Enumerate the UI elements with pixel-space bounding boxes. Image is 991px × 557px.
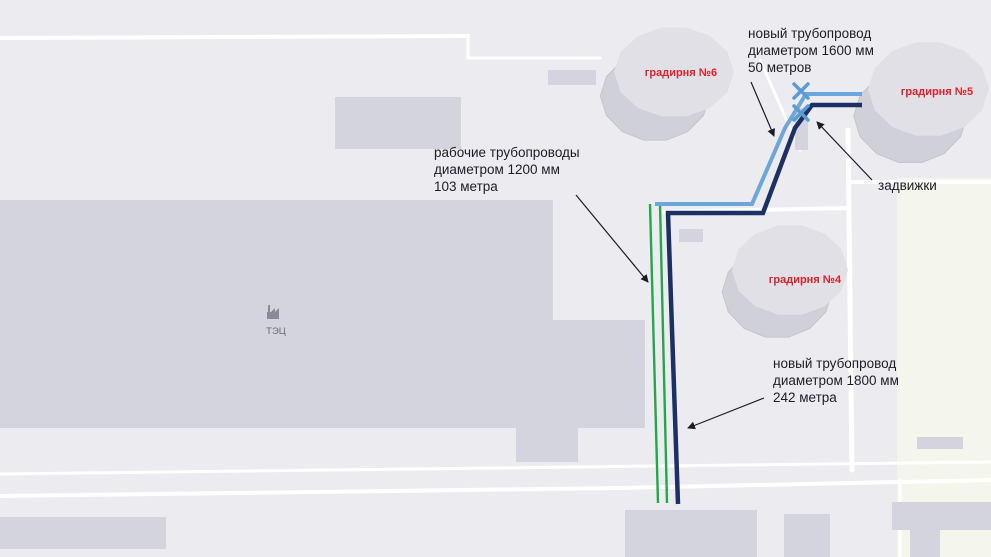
tower-top [732,225,848,315]
green-area [897,178,991,557]
pipe-new-1800 [665,102,862,505]
poi-tec[interactable]: ТЭЦ [266,305,286,337]
tower-top [614,27,734,117]
annotation-line: диаметром 1200 мм [434,162,560,177]
cooling-tower-5[interactable] [853,42,989,163]
building [0,517,166,549]
tower-label-6: градирня №6 [645,67,717,79]
arrow-1600 [750,81,775,137]
cooling-tower-4[interactable] [721,225,848,338]
building [548,70,596,85]
building [917,437,963,449]
road-top-right [466,34,602,60]
building [784,514,830,557]
valve-icon[interactable] [792,82,810,100]
pipe-existing-2 [658,203,669,504]
building-main-tec [0,200,645,462]
cooling-tower-6[interactable] [599,27,734,141]
pipe-existing-1 [648,203,660,504]
tower-top [868,42,989,136]
building [335,97,461,149]
building [892,502,991,557]
annotation-new-pipe-1600: новый трубопровод диаметром 1600 мм 50 м… [748,26,874,75]
annotation-valves: задвижки [878,178,937,193]
annotation-arrows [575,81,873,430]
road-vertical-right [845,127,855,473]
arrow-1800 [687,397,765,430]
road-lower [0,460,991,476]
buildings [0,70,991,557]
arrow-1200 [575,194,649,283]
annotation-line: диаметром 1800 мм [773,373,899,388]
pipelines [648,92,862,505]
factory-icon [267,305,279,319]
roads [0,34,991,557]
annotation-line: рабочие трубопроводы [434,145,580,160]
annotation-working-pipes: рабочие трубопроводы диаметром 1200 мм 1… [434,145,580,194]
road-bottom [0,478,991,498]
annotation-new-pipe-1800: новый трубопровод диаметром 1800 мм 242 … [773,356,899,405]
annotation-line: новый трубопровод [748,26,871,41]
pipe-new-1600 [655,92,862,206]
tower-label-5: градирня №5 [901,86,973,98]
annotation-line: 242 метра [773,390,837,405]
annotation-line: новый трубопровод [773,356,896,371]
annotation-line: 50 метров [748,60,811,75]
building [625,510,757,557]
road-top [0,34,470,40]
tower-label-4: градирня №4 [769,274,842,286]
valve-icon[interactable] [792,104,810,122]
building [679,229,703,242]
annotation-line: диаметром 1600 мм [748,43,874,58]
annotation-line: 103 метра [434,179,498,194]
arrow-valves [816,121,873,181]
poi-label: ТЭЦ [266,326,286,337]
